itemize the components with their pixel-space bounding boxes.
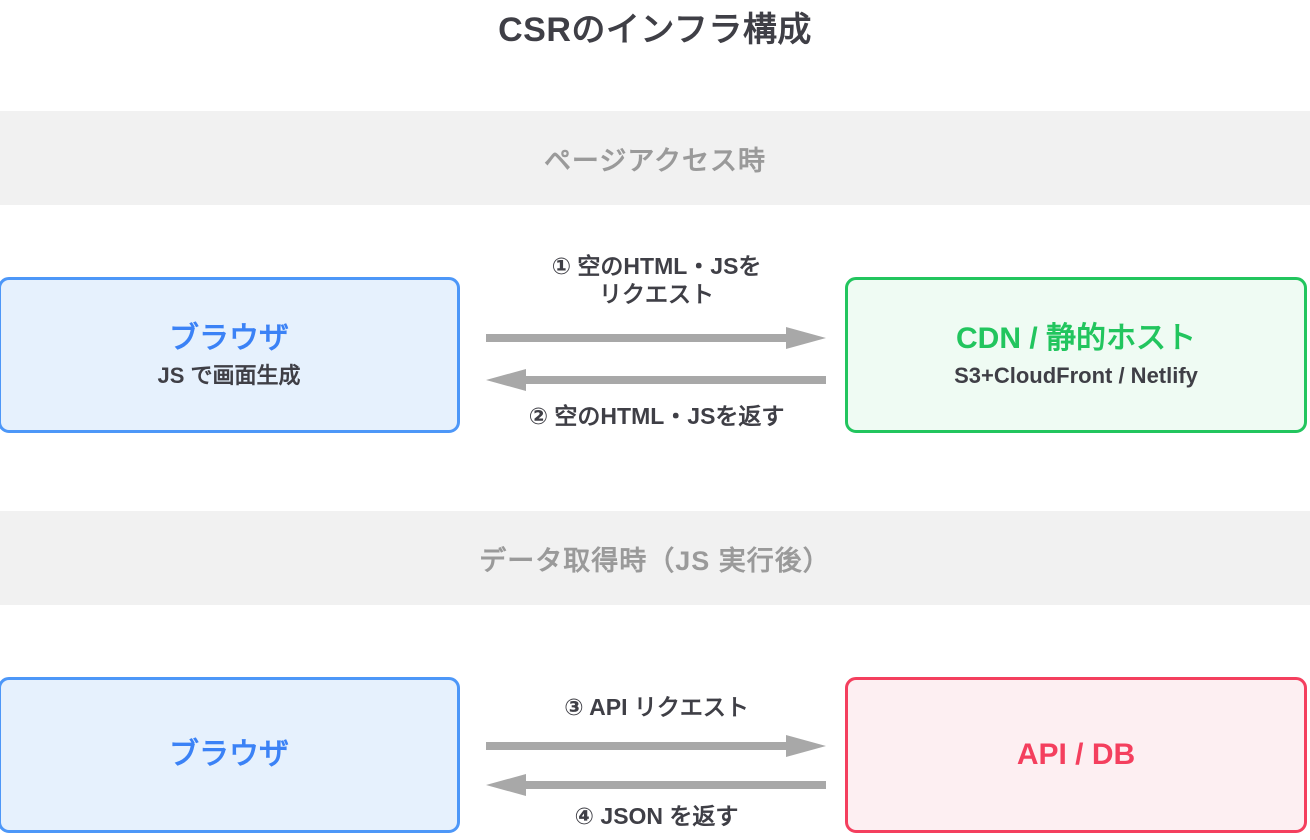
node-api-db[interactable]: API / DB [845,677,1307,833]
node-subtitle: JS で画面生成 [157,362,301,388]
node-subtitle: S3+CloudFront / Netlify [954,362,1198,388]
flow-row-page-access: ブラウザ JS で画面生成 ① 空のHTML・JSを リクエスト ② 空のHTM… [0,253,1310,439]
node-title: API / DB [1016,737,1136,771]
arrow-right-1 [486,325,826,351]
page-title: CSRのインフラ構成 [498,11,812,49]
arrow-label-request-2: ③ API リクエスト [564,694,749,720]
arrow-left-1 [486,367,826,393]
section-band-page-access: ページアクセス時 [0,111,1310,205]
flow-row-data-fetch: ブラウザ ③ API リクエスト ④ JSON を返す API / DB [0,677,1310,839]
arrow-label-response-1: ② 空のHTML・JSを返す [528,403,785,429]
arrow-left-2 [486,772,826,798]
section-band-label: ページアクセス時 [543,145,767,176]
arrow-label-response-2: ④ JSON を返す [574,803,739,829]
node-title: CDN / 静的ホスト [956,322,1196,356]
flow-arrows-data-fetch: ③ API リクエスト ④ JSON を返す [468,677,845,833]
section-band-data-fetch: データ取得時（JS 実行後） [0,511,1310,605]
flow-arrows-page-access: ① 空のHTML・JSを リクエスト ② 空のHTML・JSを返す [468,253,845,433]
node-title: ブラウザ [169,322,289,356]
node-browser-page-access[interactable]: ブラウザ JS で画面生成 [0,277,460,433]
node-cdn-static-host[interactable]: CDN / 静的ホスト S3+CloudFront / Netlify [845,277,1307,433]
node-title: ブラウザ [169,737,289,771]
arrow-right-2 [486,733,826,759]
arrow-label-request-1: ① 空のHTML・JSを リクエスト [551,253,762,308]
node-browser-data-fetch[interactable]: ブラウザ [0,677,460,833]
section-band-label: データ取得時（JS 実行後） [479,545,831,576]
